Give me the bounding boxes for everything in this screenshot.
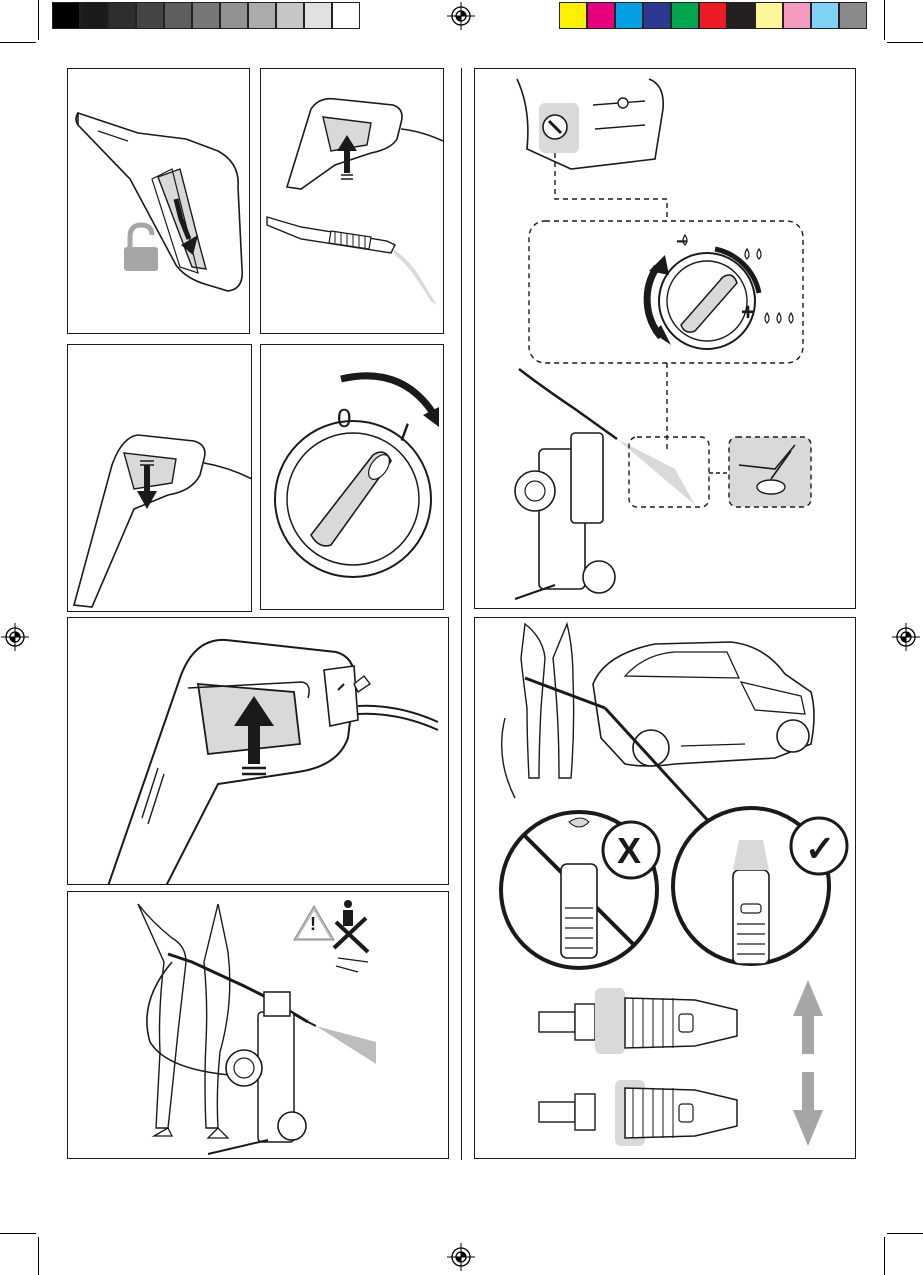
panel-trigger-unlock bbox=[67, 68, 250, 334]
switch-off-label: 0 bbox=[337, 403, 351, 434]
crop-mark bbox=[887, 1233, 923, 1234]
spray-gun-press-illustration bbox=[68, 345, 252, 612]
registration-mark-icon bbox=[1, 623, 29, 651]
color-swatch bbox=[755, 2, 783, 29]
warning-symbol: ! bbox=[310, 914, 316, 935]
gray-swatch bbox=[164, 2, 192, 29]
spray-gun-unlock-illustration bbox=[68, 69, 250, 334]
panel-trigger-press bbox=[67, 344, 252, 612]
gray-swatch bbox=[136, 2, 164, 29]
panel-power-switch: 0 I bbox=[260, 344, 444, 610]
machine-with-operator bbox=[515, 369, 695, 599]
crop-mark bbox=[887, 42, 923, 43]
lance-illustration bbox=[267, 217, 395, 253]
crop-mark bbox=[0, 42, 36, 43]
wrong-nozzle-mark: X bbox=[617, 830, 641, 872]
color-swatch bbox=[783, 2, 811, 29]
crop-mark bbox=[884, 1237, 885, 1275]
power-switch-illustration bbox=[261, 345, 444, 610]
registration-mark-icon bbox=[447, 2, 475, 30]
spray-gun-release-illustration bbox=[261, 69, 444, 334]
person-spraying-illustration bbox=[68, 892, 449, 1159]
process-color-bar bbox=[559, 0, 871, 32]
color-swatch bbox=[839, 2, 867, 29]
gray-swatch bbox=[248, 2, 276, 29]
pressure-adjust-illustration bbox=[475, 69, 856, 609]
center-divider bbox=[461, 68, 462, 1160]
gray-swatch bbox=[220, 2, 248, 29]
pressure-min-symbol: − bbox=[676, 231, 688, 254]
color-swatch bbox=[727, 2, 755, 29]
gray-swatch bbox=[192, 2, 220, 29]
trigger-closeup-illustration bbox=[68, 618, 449, 885]
gray-swatch bbox=[276, 2, 304, 29]
pressure-max-symbol: + bbox=[741, 299, 755, 327]
operator-figure bbox=[502, 624, 605, 798]
car-cleaning-illustration bbox=[475, 618, 856, 1159]
registration-mark-icon bbox=[447, 1243, 475, 1271]
color-swatch bbox=[643, 2, 671, 29]
gray-swatch bbox=[108, 2, 136, 29]
car-illustration bbox=[593, 642, 814, 766]
gray-swatch bbox=[80, 2, 108, 29]
crop-mark bbox=[38, 0, 39, 40]
color-swatch bbox=[615, 2, 643, 29]
color-swatch bbox=[559, 2, 587, 29]
crop-mark bbox=[38, 1237, 39, 1275]
panel-nozzle-adjust: X ✓ bbox=[474, 617, 856, 1159]
gray-swatch bbox=[52, 2, 80, 29]
no-spraying-people-icon bbox=[334, 900, 368, 972]
crop-mark bbox=[0, 1233, 36, 1234]
color-swatch bbox=[671, 2, 699, 29]
nozzle-high-pressure bbox=[539, 988, 737, 1054]
registration-mark-icon bbox=[892, 623, 920, 651]
panel-pressure-adjust: − + bbox=[474, 68, 856, 609]
color-swatch bbox=[699, 2, 727, 29]
panel-trigger-closeup bbox=[67, 617, 449, 885]
panel-trigger-release bbox=[260, 68, 444, 334]
down-arrow-icon bbox=[793, 1072, 823, 1146]
color-swatch bbox=[587, 2, 615, 29]
up-arrow-icon bbox=[793, 980, 823, 1054]
gray-swatch bbox=[332, 2, 360, 29]
nozzle-low-pressure bbox=[539, 1080, 737, 1146]
grayscale-color-bar bbox=[52, 0, 364, 32]
crop-mark bbox=[884, 0, 885, 40]
gray-swatch bbox=[304, 2, 332, 29]
correct-nozzle-mark: ✓ bbox=[805, 828, 835, 870]
unlocked-padlock-icon bbox=[124, 225, 158, 271]
color-swatch bbox=[811, 2, 839, 29]
panel-spraying-warning: ! bbox=[67, 891, 449, 1159]
